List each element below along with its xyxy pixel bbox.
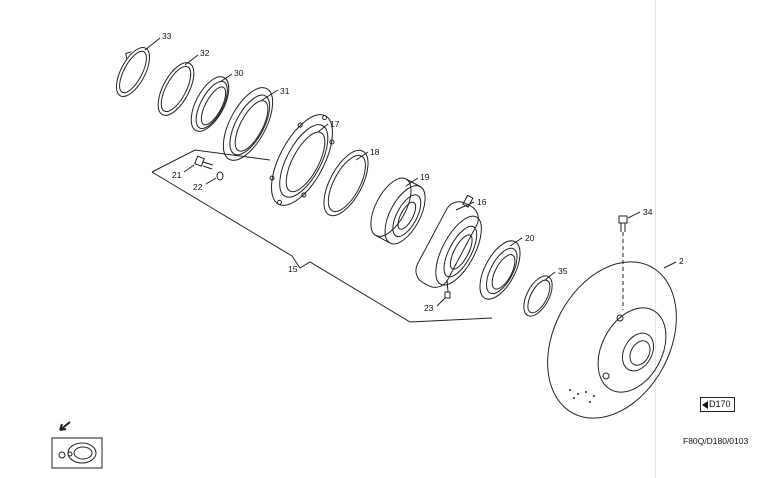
- part-35-snap-ring: [523, 275, 553, 317]
- label-32: 32: [200, 48, 210, 58]
- label-31: 31: [280, 86, 290, 96]
- part-23-stem: [446, 279, 449, 293]
- leader-22: [205, 177, 217, 185]
- label-35: 35: [558, 266, 568, 276]
- part-30-seal: [190, 76, 230, 132]
- leader-18: [355, 151, 369, 161]
- leader-16: [455, 201, 475, 211]
- part-20-seal: [479, 240, 521, 300]
- leader-30: [219, 73, 233, 83]
- reference-tag[interactable]: D170: [700, 397, 735, 412]
- view-direction-icon: [51, 421, 103, 469]
- part-22-washer: [216, 171, 224, 181]
- label-21: 21: [172, 170, 182, 180]
- part-32-ring: [157, 62, 195, 116]
- part-2-disc: [547, 261, 677, 419]
- label-20: 20: [525, 233, 535, 243]
- leader-32: [184, 54, 199, 66]
- label-33: 33: [162, 31, 172, 41]
- label-15: 15: [288, 264, 298, 274]
- label-23: 23: [424, 303, 434, 313]
- label-17: 17: [330, 119, 340, 129]
- label-18: 18: [370, 147, 380, 157]
- drawing-code: F80Q/D180/0103: [683, 436, 749, 446]
- leader-17: [317, 123, 329, 133]
- label-22: 22: [193, 182, 203, 192]
- leader-20: [509, 237, 523, 247]
- label-2: 2: [679, 256, 684, 266]
- group-15-bracket-line: [151, 149, 493, 323]
- part-21-bolt: [194, 155, 214, 170]
- part-34-bolt: [618, 215, 628, 310]
- triangle-left-icon: [702, 400, 708, 409]
- leader-2: [663, 261, 677, 269]
- leader-23: [436, 297, 446, 307]
- reference-tag-label: D170: [709, 399, 731, 409]
- part-23-grease-nipple: [444, 291, 451, 299]
- label-19: 19: [420, 172, 430, 182]
- page-divider: [655, 0, 656, 478]
- leader-21: [183, 164, 195, 173]
- part-33-snap-ring: [115, 47, 151, 97]
- leader-19: [405, 177, 419, 187]
- leader-31: [261, 89, 279, 101]
- label-16: 16: [477, 197, 487, 207]
- leader-35: [544, 271, 556, 281]
- label-30: 30: [234, 68, 244, 78]
- part-17-cover-plate: [269, 114, 335, 206]
- leader-33: [144, 37, 161, 51]
- leader-34: [627, 211, 641, 219]
- label-34: 34: [643, 207, 653, 217]
- part-19-bearing: [370, 177, 426, 245]
- part-31-washer: [222, 87, 274, 161]
